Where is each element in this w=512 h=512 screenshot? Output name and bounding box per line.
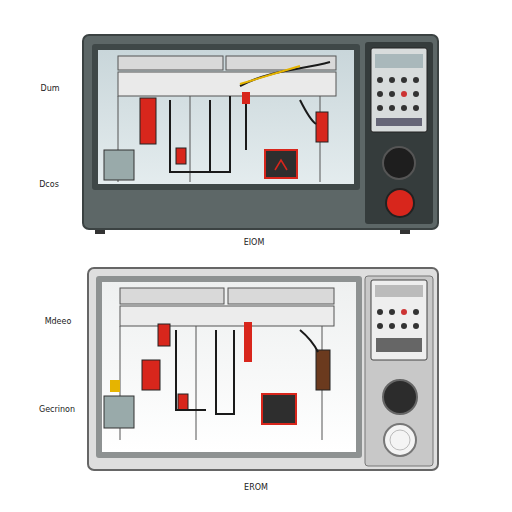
part-label: EIOM [244,239,265,247]
part-label: Gecrinon [39,406,75,414]
top-appliance [83,35,438,234]
part-label: Dum [40,85,59,93]
part-label: Mdeeo [45,318,72,326]
part-label: Dcos [39,181,59,189]
part-label: EROM [244,484,268,492]
bottom-appliance [88,268,438,470]
